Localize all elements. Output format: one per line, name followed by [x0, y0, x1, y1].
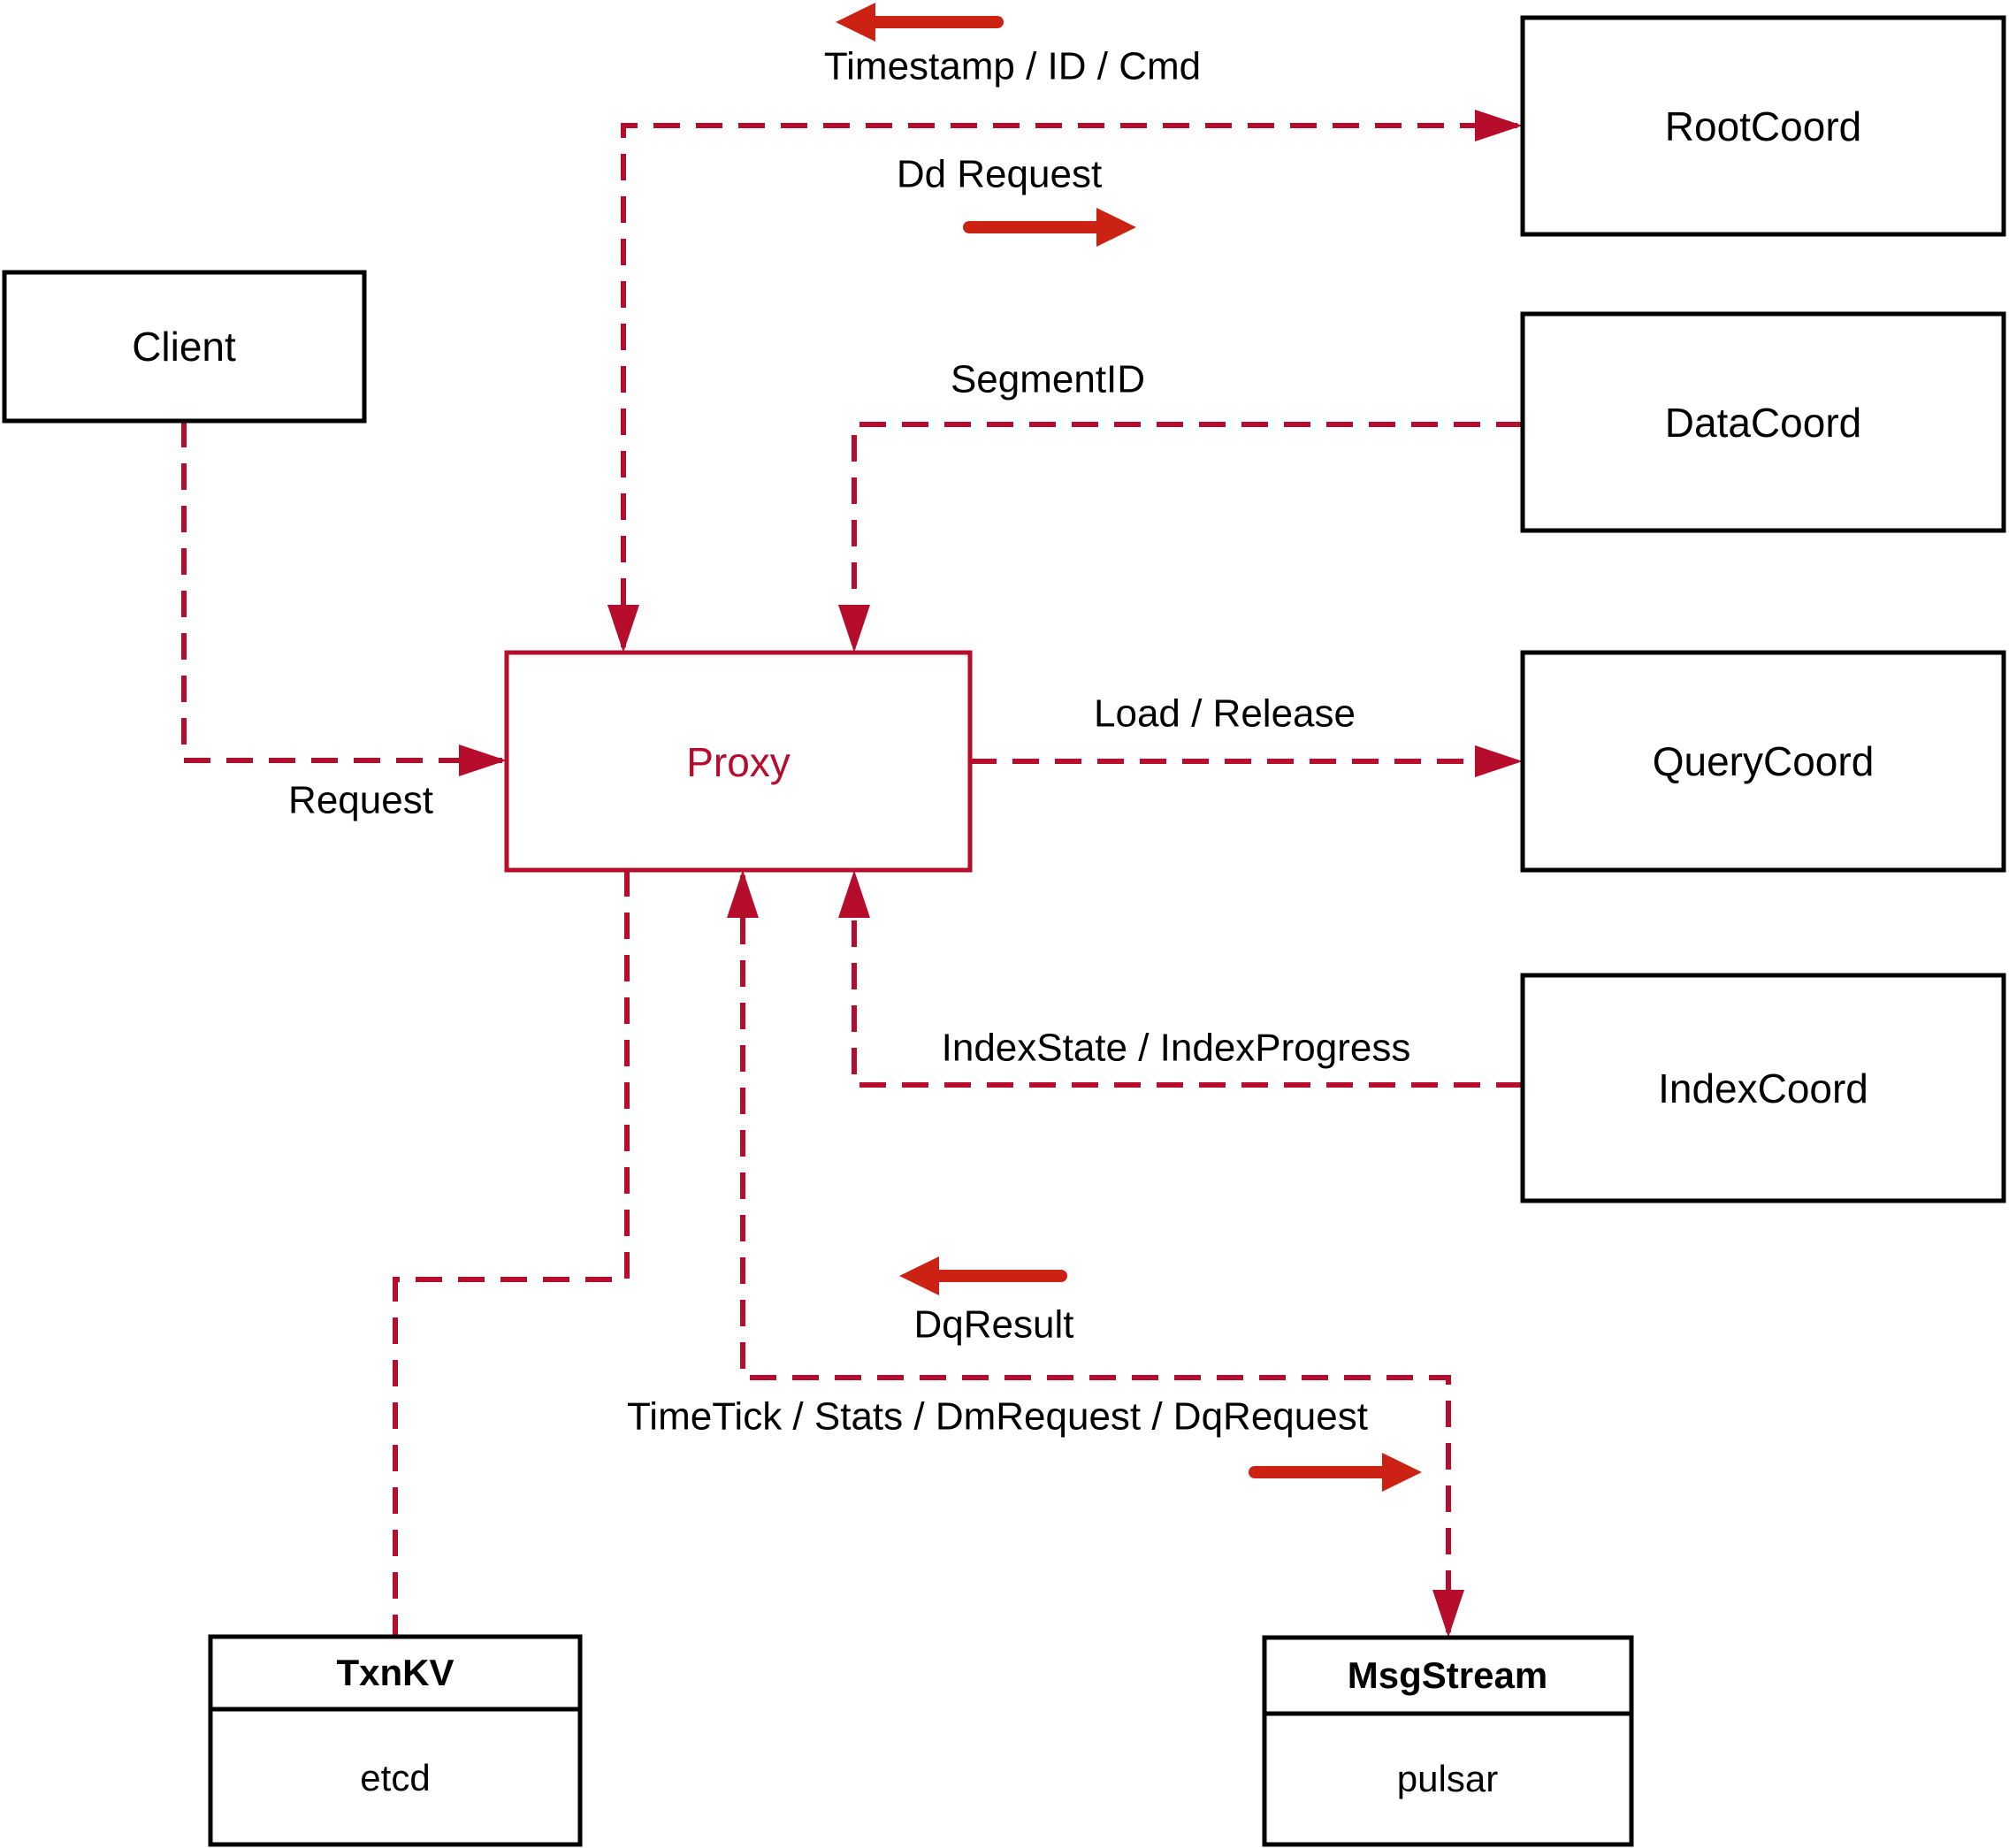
- edge-label-request: Request: [288, 779, 433, 822]
- msgstream-implementation: pulsar: [1397, 1758, 1498, 1799]
- node-indexcoord: IndexCoord: [1520, 973, 2006, 1203]
- edge-client-proxy: [181, 421, 502, 763]
- datacoord-label: DataCoord: [1665, 400, 1861, 446]
- arrowhead-into-msgstream-icon: [1432, 1590, 1464, 1638]
- node-msgstream: MsgStream pulsar: [1262, 1635, 1634, 1847]
- dd-request-direction-right-arrow-icon: [963, 208, 1136, 247]
- timestamp-direction-left-arrow-icon: [836, 3, 1004, 42]
- txnkv-title: TxnKV: [336, 1652, 454, 1693]
- edge-label-timetick-stats: TimeTick / Stats / DmRequest / DqRequest: [627, 1395, 1368, 1439]
- arrowhead-into-proxy-top-left-icon: [607, 605, 639, 653]
- node-datacoord: DataCoord: [1520, 311, 2006, 533]
- arrowhead-into-rootcoord-icon: [1475, 110, 1523, 141]
- arrowhead-into-proxy-bottom-right-icon: [838, 870, 870, 918]
- client-label: Client: [132, 324, 236, 370]
- edge-label-dq-result: DqResult: [914, 1303, 1074, 1347]
- node-proxy: Proxy: [504, 650, 973, 873]
- edge-label-index-state-progress: IndexState / IndexProgress: [942, 1027, 1411, 1070]
- proxy-label: Proxy: [686, 739, 791, 785]
- edge-proxy-txnkv: [393, 870, 630, 1637]
- edge-indexcoord-proxy: [852, 875, 1523, 1088]
- arrowhead-into-proxy-bottom-left-icon: [727, 870, 759, 918]
- edge-label-load-release: Load / Release: [1094, 692, 1356, 736]
- edge-proxy-rootcoord: [621, 123, 1517, 647]
- edge-label-dd-request: Dd Request: [897, 153, 1102, 196]
- node-txnkv: TxnKV etcd: [208, 1634, 583, 1847]
- rootcoord-label: RootCoord: [1665, 103, 1861, 149]
- edge-datacoord-proxy: [852, 422, 1523, 647]
- edge-label-segment-id: SegmentID: [951, 358, 1145, 401]
- arrowhead-into-proxy-top-right-icon: [838, 605, 870, 653]
- dq-result-direction-left-arrow-icon: [899, 1256, 1067, 1295]
- node-client: Client: [2, 270, 367, 424]
- node-rootcoord: RootCoord: [1520, 15, 2006, 237]
- arrowhead-into-querycoord-icon: [1475, 745, 1523, 777]
- txnkv-implementation: etcd: [360, 1757, 430, 1798]
- edge-proxy-msgstream: [740, 875, 1451, 1632]
- timetick-direction-right-arrow-icon: [1249, 1453, 1422, 1492]
- querycoord-label: QueryCoord: [1653, 738, 1875, 784]
- arrowhead-into-proxy-left-icon: [459, 745, 507, 776]
- node-querycoord: QueryCoord: [1520, 650, 2006, 873]
- edge-label-timestamp-id-cmd: Timestamp / ID / Cmd: [824, 45, 1201, 88]
- indexcoord-label: IndexCoord: [1658, 1065, 1868, 1111]
- msgstream-title: MsgStream: [1348, 1654, 1547, 1696]
